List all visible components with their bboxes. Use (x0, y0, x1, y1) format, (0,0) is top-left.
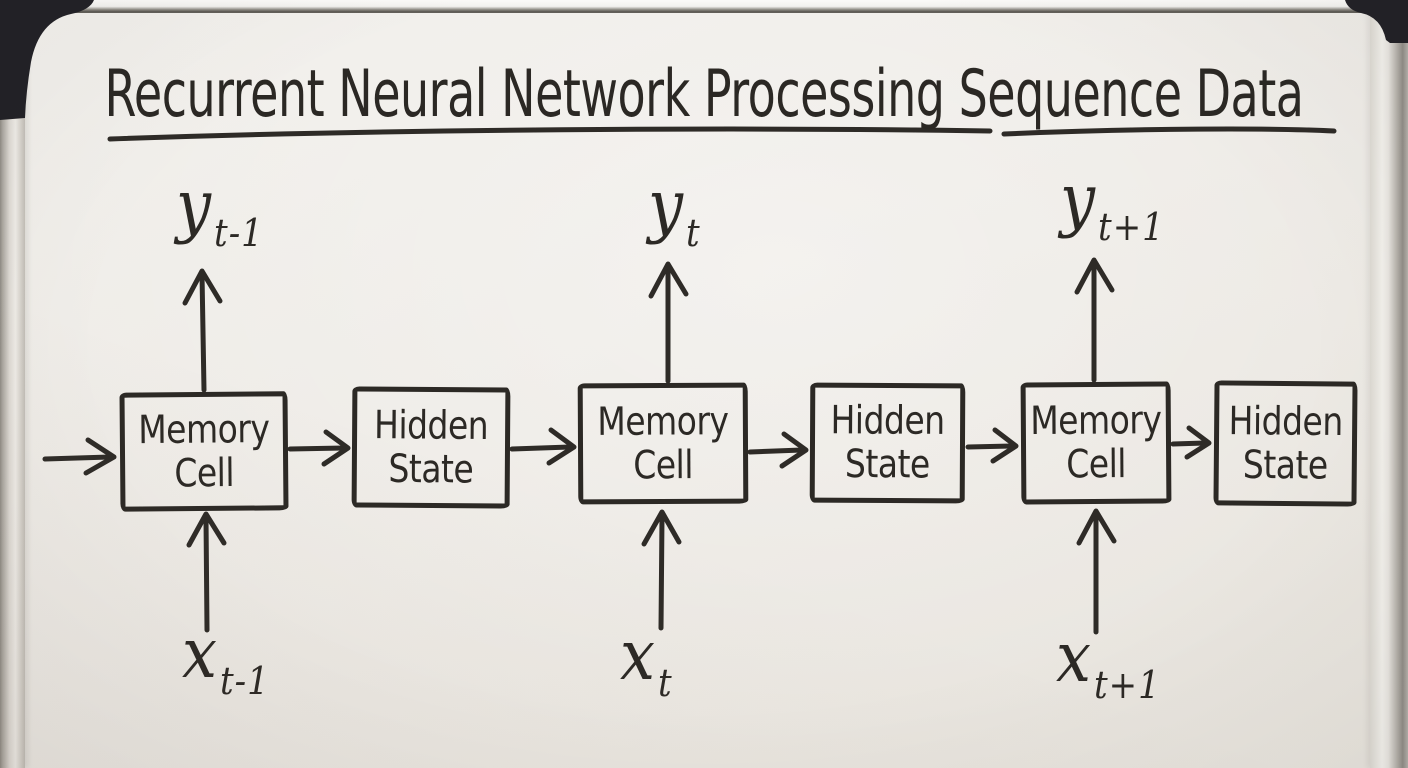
arrow-hidden-state-2-to-memory-cell-3 (965, 427, 1019, 464)
box-label: Hidden State (830, 396, 945, 487)
title-underline-right (1001, 126, 1337, 137)
input-label-x-t-plus-1: xt+1 (1056, 616, 1161, 708)
arrow-memory-cell-3-to-hidden-state-3 (1170, 425, 1212, 460)
math-subscript: t-1 (214, 211, 264, 256)
output-label-y-t-plus-1: yt+1 (1060, 158, 1165, 250)
memory-cell-box-3: Memory Cell (1020, 381, 1172, 505)
math-subscript: t-1 (219, 659, 270, 704)
math-base: y (1060, 158, 1096, 240)
math-base: x (620, 614, 655, 696)
box-label: Memory Cell (137, 404, 270, 496)
memory-cell-box-2: Memory Cell (577, 382, 749, 505)
arrow-memory-cell-1-to-output (182, 268, 223, 393)
arrow-memory-cell-2-to-output (648, 261, 689, 384)
arrow-input-to-memory-cell-1 (186, 511, 227, 633)
whiteboard-frame-right (1370, 11, 1408, 768)
arrow-into-memory-cell-1 (42, 437, 117, 476)
title-underline-left (107, 126, 993, 142)
box-label: Memory Cell (597, 397, 729, 488)
input-label-x-t-minus-1: xt-1 (182, 612, 270, 704)
arrow-memory-cell-1-to-hidden-state-1 (287, 429, 351, 467)
hidden-state-box-3: Hidden State (1213, 380, 1358, 507)
hidden-state-box-2: Hidden State (809, 382, 966, 504)
corner-bracket-top-right (1345, 0, 1408, 43)
box-label: Memory Cell (1030, 396, 1162, 487)
arrow-memory-cell-2-to-hidden-state-2 (747, 431, 809, 469)
arrow-input-to-memory-cell-2 (641, 509, 682, 631)
math-subscript: t (686, 211, 701, 256)
math-base: y (648, 164, 684, 246)
whiteboard-frame-top (0, 0, 1408, 13)
math-subscript: t+1 (1098, 205, 1165, 250)
memory-cell-box-1: Memory Cell (119, 391, 289, 512)
whiteboard-frame-left (0, 11, 25, 768)
corner-bracket-top-left (0, 0, 94, 120)
box-label: Hidden State (373, 401, 489, 492)
arrow-hidden-state-1-to-memory-cell-2 (509, 427, 577, 466)
output-label-y-t-minus-1: yt-1 (176, 164, 264, 256)
math-base: y (176, 164, 212, 246)
hidden-state-box-1: Hidden State (351, 386, 511, 509)
math-base: x (182, 612, 217, 694)
input-label-x-t: xt (620, 614, 673, 706)
math-subscript: t (657, 661, 673, 706)
output-label-y-t: yt (648, 164, 701, 256)
math-subscript: t+1 (1093, 663, 1161, 708)
arrow-input-to-memory-cell-3 (1076, 508, 1117, 635)
arrow-memory-cell-3-to-output (1074, 257, 1115, 383)
box-label: Hidden State (1228, 397, 1343, 488)
diagram-title: Recurrent Neural Network Processing Sequ… (104, 55, 1304, 132)
math-base: x (1056, 616, 1091, 698)
